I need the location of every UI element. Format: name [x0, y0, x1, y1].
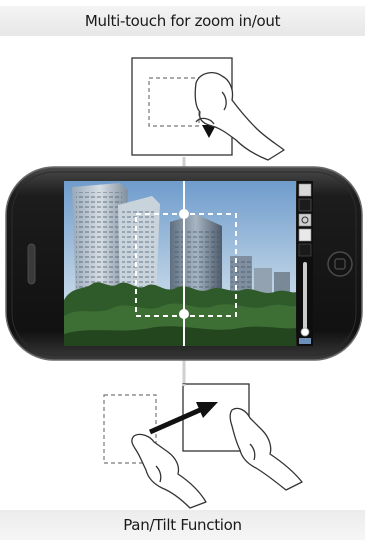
- control-button-1[interactable]: [299, 184, 311, 196]
- zoom-gesture-panel: [132, 58, 284, 160]
- camera-view-screen[interactable]: [64, 181, 296, 346]
- zoom-slider-track[interactable]: [303, 262, 307, 332]
- control-button-5[interactable]: [299, 244, 311, 256]
- connector-dot-top: [179, 209, 189, 219]
- connector-dot-bottom: [179, 309, 189, 319]
- control-button-6[interactable]: [299, 338, 311, 344]
- control-button-2[interactable]: [299, 199, 311, 211]
- pan-gesture-panel: [104, 384, 302, 508]
- settings-icon[interactable]: [299, 214, 311, 226]
- pan-caption: Pan/Tilt Function: [0, 510, 365, 540]
- zoom-slider-thumb[interactable]: [301, 328, 309, 336]
- control-button-4[interactable]: [299, 229, 311, 241]
- pointing-hand-icon-2: [230, 408, 302, 490]
- camera-controls-strip: [297, 181, 313, 346]
